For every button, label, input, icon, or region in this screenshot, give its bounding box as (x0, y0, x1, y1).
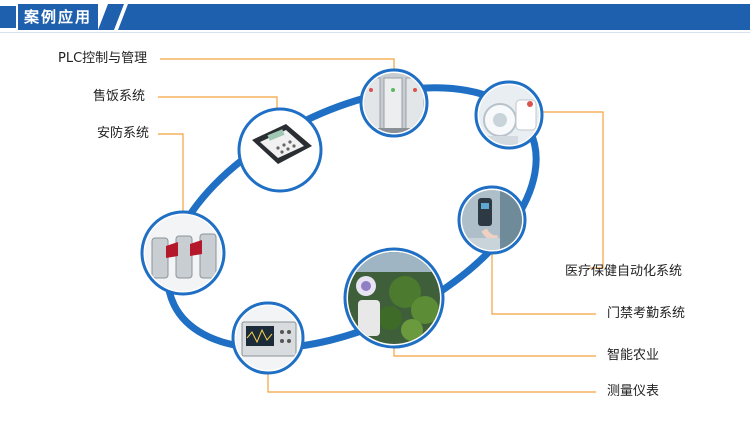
node-agri[interactable] (343, 247, 445, 350)
label-agri: 智能农业 (607, 348, 660, 363)
access-reader-photo (462, 190, 522, 250)
turnstile-gates-photo (145, 215, 221, 291)
leader-agri (393, 344, 596, 357)
node-security[interactable] (140, 210, 226, 296)
card-terminal-photo (242, 112, 318, 188)
section-title: 案例应用 (18, 4, 99, 30)
leader-access (491, 250, 596, 315)
leader-plc (160, 58, 395, 73)
node-access[interactable] (457, 185, 528, 256)
label-medical: 医疗保健自动化系统 (565, 264, 683, 279)
label-meal: 售饭系统 (93, 89, 146, 104)
node-meter[interactable] (231, 301, 305, 375)
label-plc: PLC控制与管理 (58, 51, 148, 66)
header-bar (0, 4, 750, 33)
label-access: 门禁考勤系统 (607, 306, 686, 321)
leader-meal (158, 96, 278, 112)
label-meter: 测量仪表 (607, 384, 660, 399)
node-meal[interactable] (237, 107, 323, 193)
node-medical[interactable] (474, 80, 545, 152)
leader-security (158, 133, 184, 215)
oscilloscope-photo (236, 306, 300, 370)
leader-lines (158, 58, 604, 393)
medical-equipment-photo (479, 85, 539, 145)
label-security: 安防系统 (97, 126, 150, 141)
leader-meter (267, 370, 596, 393)
node-plc[interactable] (359, 68, 430, 140)
electrical-cabinet-photo (364, 73, 424, 133)
leader-medical (538, 111, 604, 269)
